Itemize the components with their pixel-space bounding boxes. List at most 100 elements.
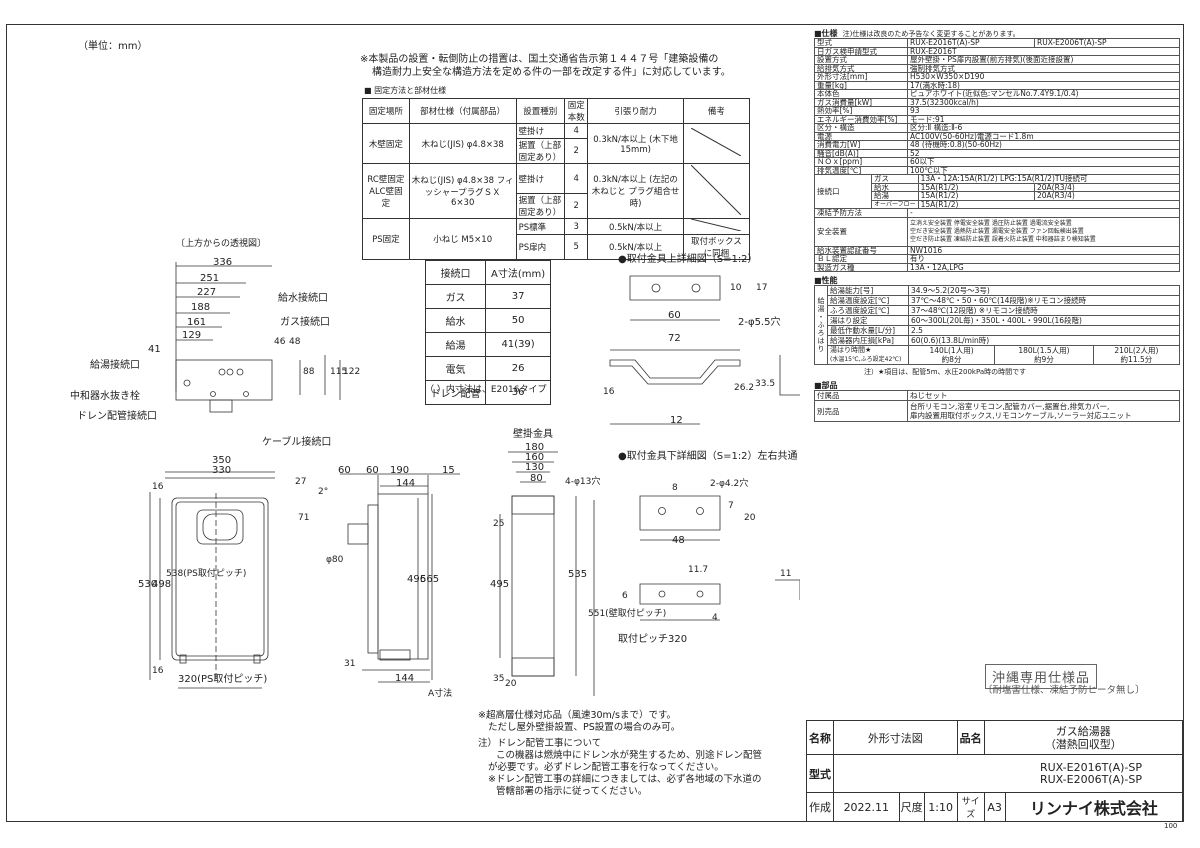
dim-190: 190 — [390, 465, 410, 476]
dim-88: 88 — [303, 367, 315, 377]
dim-phi80: φ80 — [326, 555, 344, 565]
front-view — [149, 471, 275, 689]
dim-6: 6 — [622, 591, 628, 601]
side-view — [340, 473, 460, 683]
diag-cell — [682, 123, 751, 164]
dim-535: 535 — [568, 569, 588, 580]
dim-a: A寸法 — [428, 689, 453, 699]
dim-180: 180 — [525, 442, 545, 453]
dim-71: 71 — [298, 513, 310, 523]
dim-115: 115 — [330, 367, 348, 377]
perf-footnote: 注）★項目は、配管5m、水圧200kPa時の時間です — [864, 368, 1027, 376]
dim-320-ps: 320(PS取付ピッチ) — [178, 674, 268, 685]
fixing-table: 固定場所 部材仕様（付属部品） 設置種別 固定本数 引張り耐力 備考 木壁固定木… — [362, 98, 751, 260]
dim-60-front: 60 — [338, 465, 351, 476]
dim-144-top: 144 — [396, 478, 416, 489]
dim-565: 565 — [420, 574, 440, 585]
dim-11-7: 11.7 — [688, 565, 709, 575]
dim-25: 25 — [493, 519, 505, 529]
dim-330: 330 — [212, 465, 232, 476]
dim-60: 60 — [366, 465, 379, 476]
dim-7: 7 — [728, 501, 734, 511]
dim-144-bottom: 144 — [395, 673, 415, 684]
dim-129: 129 — [182, 330, 202, 341]
dim-48: 48 — [289, 337, 301, 347]
dim-41: 41 — [148, 344, 161, 355]
lower-bracket-title: ●取付金具下詳細図（S=1:2）左右共通 — [618, 451, 798, 462]
diag-cell — [682, 163, 751, 219]
dim-498: 498 — [152, 579, 172, 590]
dim-10: 10 — [730, 283, 742, 293]
top-view — [175, 262, 341, 413]
dim-26-2: 26.2 — [734, 383, 755, 393]
dim-16-bottom: 16 — [152, 666, 164, 676]
dim-60-upper: 60 — [668, 310, 681, 321]
top-view-title: 〔上方からの透視図〕 — [176, 239, 267, 249]
dim-27: 27 — [295, 477, 307, 487]
dim-48: 48 — [672, 535, 685, 546]
okinawa-stamp: 沖縄専用仕様品 — [985, 664, 1098, 689]
dim-15: 15 — [442, 465, 455, 476]
dim-350: 350 — [212, 455, 232, 466]
dim-495: 495 — [490, 579, 510, 590]
parts-title: ■部品 — [814, 381, 838, 390]
page-number: 100 — [1164, 822, 1178, 830]
dim-161: 161 — [187, 317, 207, 328]
dim-538-ps: 538(PS取付ピッチ) — [166, 569, 247, 579]
dim-46: 46 — [274, 337, 286, 347]
dim-12: 12 — [670, 415, 683, 426]
dim-551: 551(壁取付ピッチ) — [588, 609, 667, 619]
wall-bracket-view — [499, 451, 595, 696]
dim-35: 35 — [493, 674, 505, 684]
dim-496: 496 — [407, 574, 427, 585]
dim-336: 336 — [213, 257, 233, 268]
dim-320-pitch: 取付ピッチ320 — [618, 634, 688, 645]
dim-16-top: 16 — [152, 482, 164, 492]
spec-title: ■仕様 — [814, 29, 838, 38]
drawing-sheet — [6, 24, 1184, 822]
dim-17: 17 — [756, 283, 768, 293]
dim-4: 4 — [712, 613, 718, 623]
dim-20-wall: 20 — [505, 679, 517, 689]
dim-160: 160 — [525, 452, 545, 463]
dim-31: 31 — [344, 659, 356, 669]
dim-8: 8 — [672, 483, 678, 493]
drawings-svg — [149, 262, 800, 696]
dim-122: 122 — [343, 367, 361, 377]
dim-188: 188 — [191, 302, 211, 313]
upper-bracket-detail — [609, 275, 800, 425]
label-hot-water-outlet: 給湯接続口 — [90, 360, 140, 371]
dim-530: 530 — [138, 579, 158, 590]
parts-table: 付属品ねじセット 別売品台所リモコン,浴室リモコン,配管カバー,据置台,排気カバ… — [814, 390, 1180, 422]
dim-72: 72 — [668, 333, 681, 344]
bottom-notes: ※超高層仕様対応品（風速30m/sまで）です。 ただし屋外壁掛設置、PS設置の場… — [478, 710, 763, 797]
dim-227: 227 — [197, 287, 217, 298]
okinawa-stamp-sub: 〔耐塩害仕様、凍結予防ヒータ無し〕 — [983, 685, 1145, 696]
perf-title: ■性能 — [814, 276, 838, 285]
dim-2-phi5-5: 2-φ5.5穴 — [738, 317, 781, 328]
dim-2deg: 2° — [318, 487, 329, 497]
dim-80: 80 — [530, 473, 543, 484]
fixing-title: ■ 固定方法と部材仕様 — [364, 86, 447, 95]
perf-side-label: 給湯・ふろはり — [814, 285, 828, 365]
label-neutralizer-drain: 中和器水抜き栓 — [70, 391, 140, 402]
spec-subtitle: 注)仕様は改良のため予告なく変更することがあります。 — [842, 30, 1020, 38]
dim-251: 251 — [200, 273, 220, 284]
dim-20-lower: 20 — [744, 513, 756, 523]
dim-2-phi4-2: 2-φ4.2穴 — [710, 479, 749, 489]
wall-bracket-title: 壁掛金具 — [513, 429, 553, 440]
dim-33-5: 33.5 — [755, 379, 776, 389]
dim-16-upper: 16 — [603, 387, 615, 397]
install-note: ※本製品の設置・転倒防止の措置は、国土交通省告示第１４４７号「建築設備の 構造耐… — [360, 54, 731, 78]
lower-bracket-detail — [639, 495, 800, 621]
title-block: 名称 外形寸法図 品名 ガス給湯器（潜熱回収型） 型式 RUX-E2016T(A… — [806, 720, 1184, 822]
label-gas-inlet: ガス接続口 — [280, 317, 330, 328]
dim-130: 130 — [525, 462, 545, 473]
label-water-inlet: 給水接続口 — [278, 293, 328, 304]
dim-4-phi13: 4-φ13穴 — [565, 477, 601, 487]
connection-footnote: （ ）内寸法は、E2016タイプ — [425, 385, 547, 395]
